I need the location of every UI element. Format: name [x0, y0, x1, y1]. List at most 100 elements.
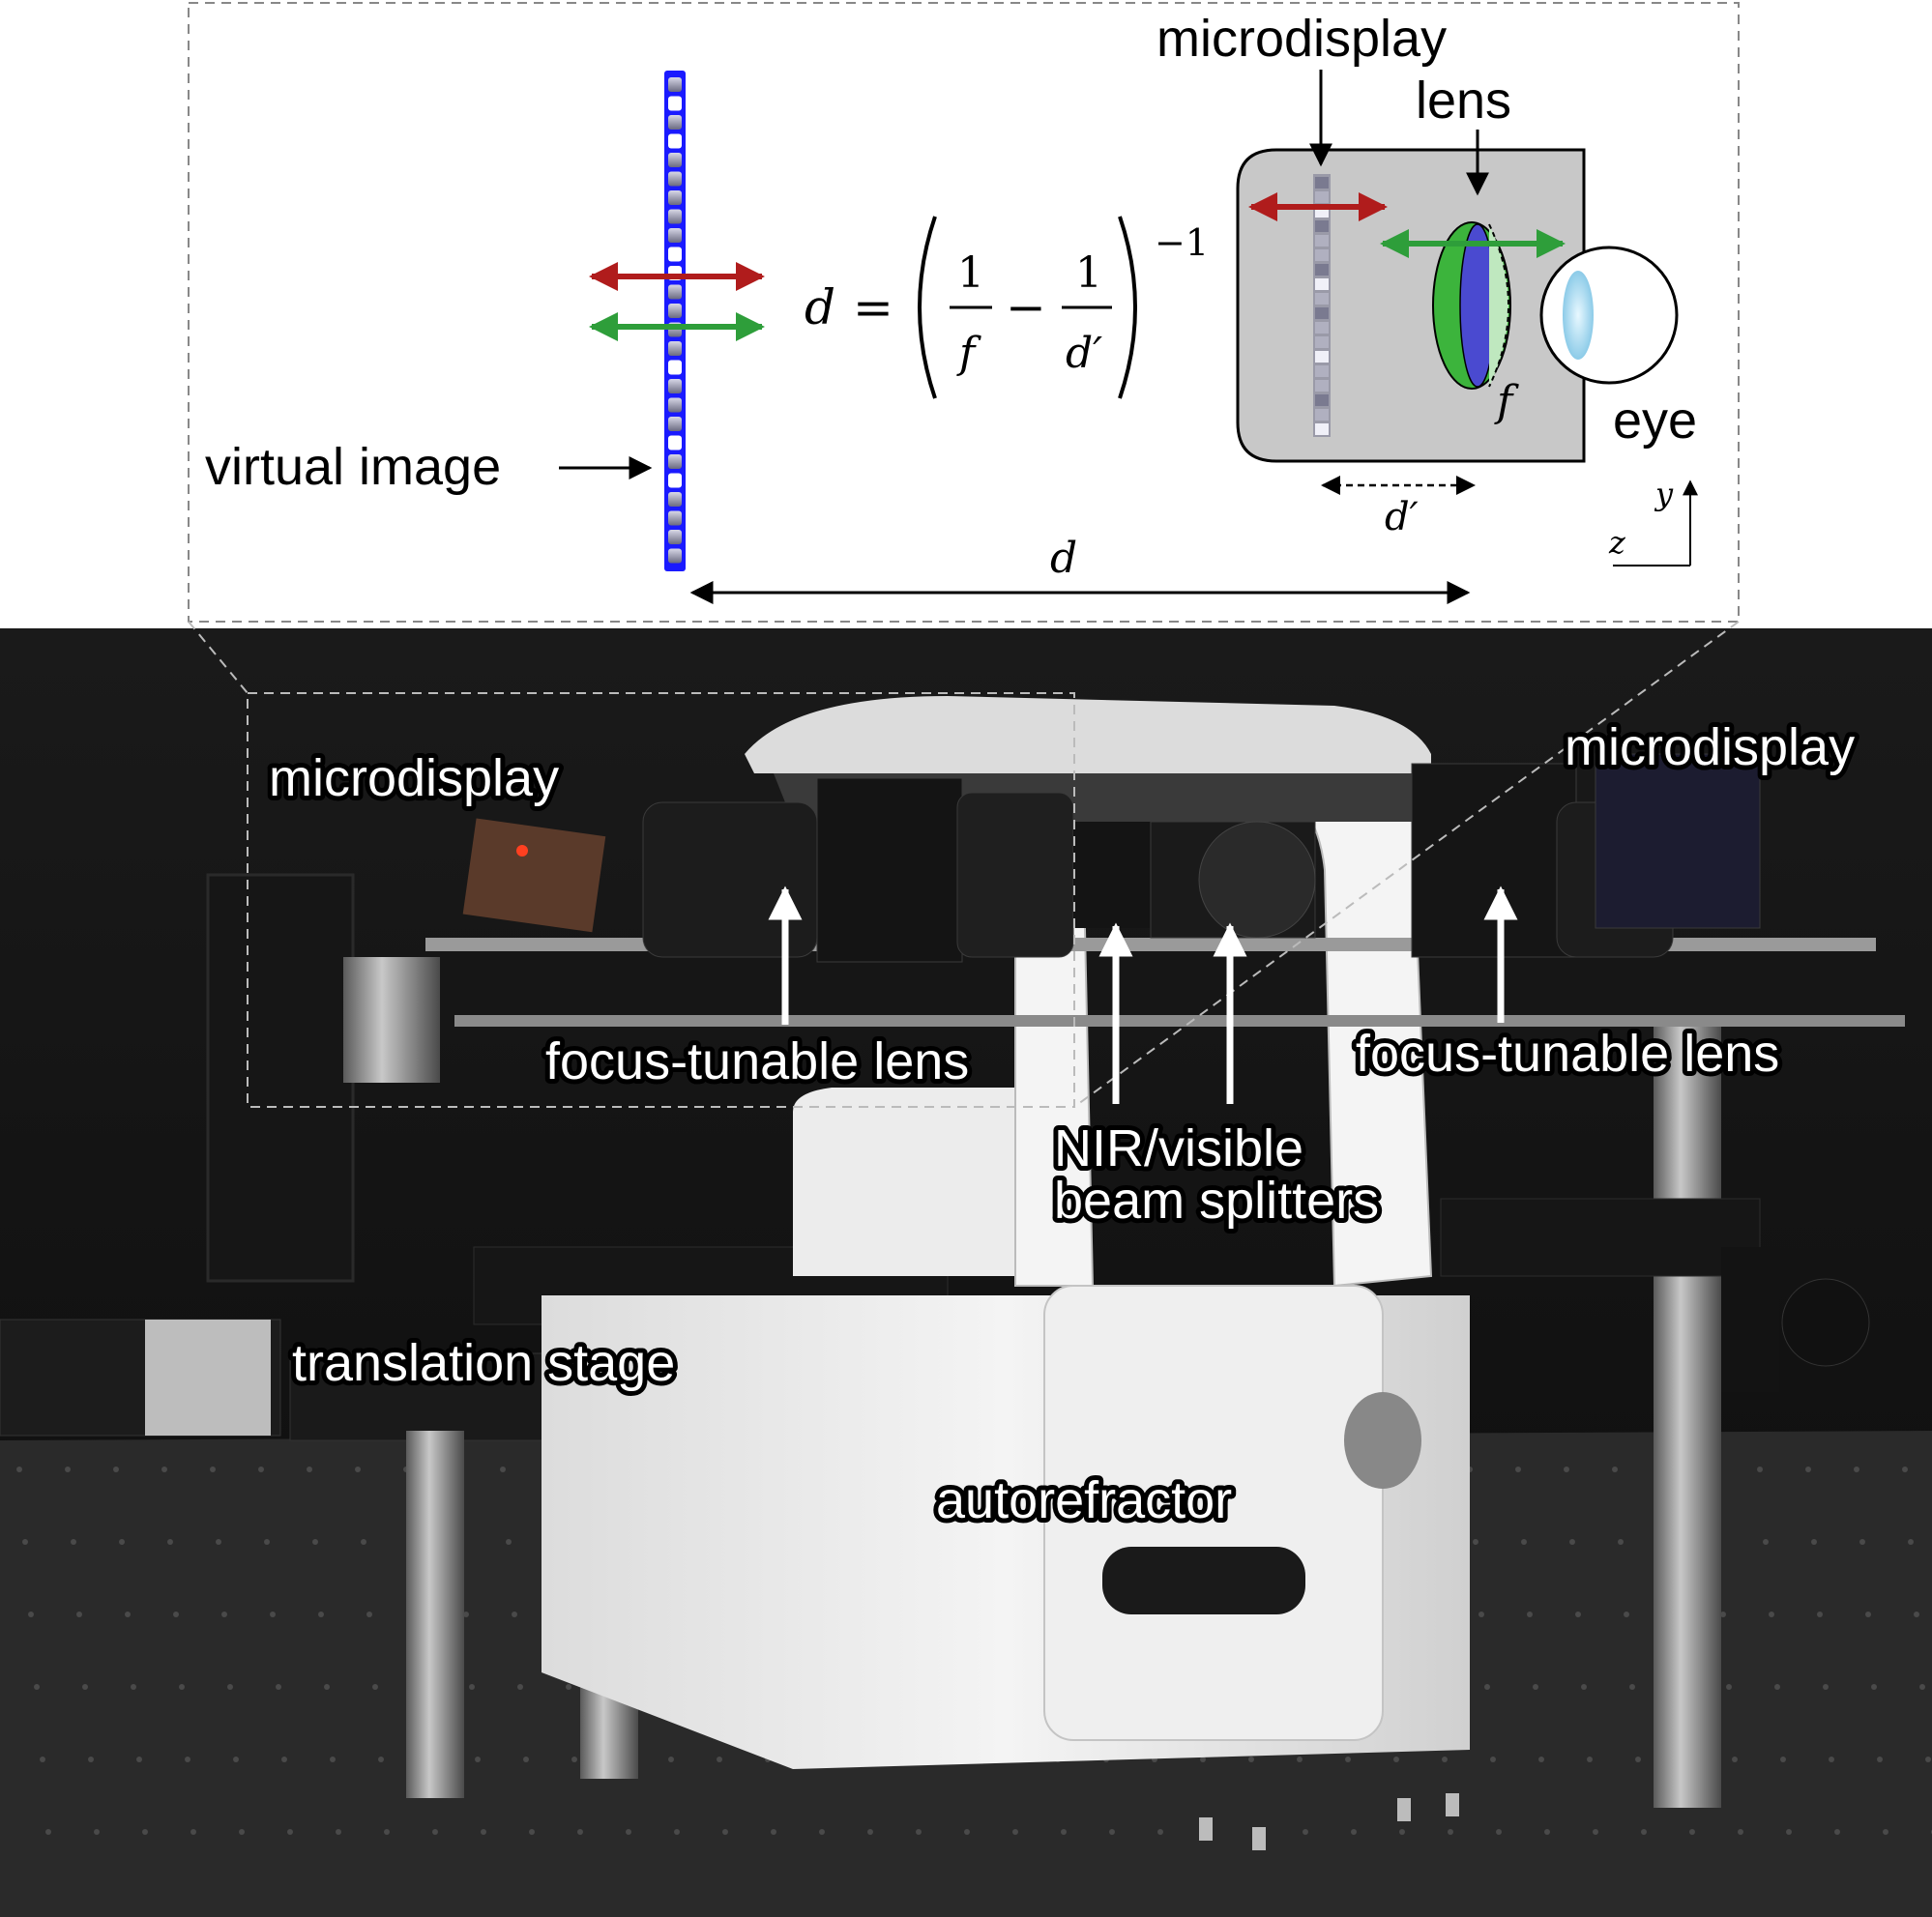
table-hole: [1811, 1539, 1817, 1545]
table-hole: [1200, 1757, 1206, 1762]
table-hole: [1248, 1757, 1254, 1762]
table-hole: [1919, 1684, 1925, 1690]
table-hole: [1902, 1467, 1908, 1472]
table-hole: [1883, 1829, 1888, 1835]
table-hole: [1726, 1684, 1732, 1690]
coordinate-axes: y z: [1608, 476, 1698, 566]
table-hole: [1732, 1757, 1738, 1762]
virtual-image-label: virtual image: [205, 438, 501, 496]
table-hole: [270, 1612, 276, 1617]
table-hole: [239, 1829, 245, 1835]
microdisplay-pixel: [1315, 220, 1329, 232]
table-hole: [384, 1829, 390, 1835]
table-hole: [355, 1467, 361, 1472]
table-hole: [65, 1467, 71, 1472]
svg-text:−1: −1: [1155, 221, 1209, 264]
virtual-image-pixel: [668, 115, 682, 130]
virtual-image-pixel: [668, 417, 682, 431]
table-hole: [1399, 1829, 1405, 1835]
table-hole: [1496, 1829, 1502, 1835]
table-hole: [1533, 1684, 1538, 1690]
table-hole: [500, 1467, 506, 1472]
table-hole: [119, 1539, 125, 1545]
microdisplay-pixel: [1315, 177, 1329, 189]
table-hole: [28, 1612, 34, 1617]
virtual-image-pixel: [668, 435, 682, 450]
table-hole: [312, 1539, 318, 1545]
table-hole: [281, 1757, 287, 1762]
table-hole: [16, 1467, 22, 1472]
table-hole: [1618, 1539, 1624, 1545]
microdisplay-pixel: [1315, 365, 1329, 377]
label-beam-splitters-2: beam splitters: [1054, 1172, 1379, 1230]
table-hole: [1575, 1612, 1581, 1617]
table-hole: [307, 1467, 312, 1472]
table-hole: [136, 1757, 142, 1762]
table-hole: [1805, 1467, 1811, 1472]
label-autorefractor: autorefractor: [936, 1471, 1232, 1529]
table-hole: [167, 1539, 173, 1545]
table-hole: [161, 1467, 167, 1472]
table-hole: [1757, 1467, 1763, 1472]
table-hole: [1544, 1829, 1550, 1835]
table-hole: [221, 1612, 227, 1617]
eye-label: eye: [1613, 392, 1697, 450]
table-hole: [210, 1467, 216, 1472]
microdisplay-pixel: [1315, 394, 1329, 406]
table-hole: [1641, 1829, 1647, 1835]
svg-text:y: y: [1654, 476, 1674, 512]
optics-diagram: virtual image d d = 1 f − 1 d′ −1 microd…: [188, 2, 1740, 623]
table-hole: [125, 1612, 131, 1617]
table-hole: [717, 1757, 722, 1762]
table-hole: [566, 1684, 571, 1690]
table-hole: [372, 1684, 378, 1690]
zoom-frame: [247, 692, 1075, 1108]
table-hole: [276, 1684, 281, 1690]
table-hole: [1763, 1539, 1769, 1545]
table-hole: [1297, 1757, 1303, 1762]
virtual-image-pixel: [668, 96, 682, 111]
table-hole: [1587, 1757, 1593, 1762]
microdisplay-pixel: [1315, 423, 1329, 435]
table-hole: [1780, 1757, 1786, 1762]
svg-text:1: 1: [1075, 248, 1102, 298]
table-hole: [463, 1612, 469, 1617]
microdisplay-pixel: [1315, 293, 1329, 305]
table-hole: [1914, 1612, 1919, 1617]
virtual-image-pixel: [668, 397, 682, 413]
table-hole: [1871, 1684, 1877, 1690]
autorefractor-body: [793, 1088, 1015, 1276]
table-hole: [964, 1829, 970, 1835]
table-hole: [76, 1612, 82, 1617]
table-hole: [330, 1757, 336, 1762]
table-hole: [1823, 1684, 1829, 1690]
apparatus-photo: microdisplay microdisplay focus-tunable …: [0, 621, 1932, 1917]
display-housing: [1236, 148, 1586, 463]
table-hole: [1351, 1829, 1357, 1835]
microdisplay-strip: [1313, 174, 1331, 437]
virtual-image-pixel: [668, 360, 682, 375]
table-hole: [1538, 1757, 1544, 1762]
table-hole: [1157, 1829, 1163, 1835]
table-hole: [1859, 1539, 1865, 1545]
table-hole: [512, 1612, 517, 1617]
microdisplay-pixel: [1315, 380, 1329, 392]
table-hole: [1448, 1829, 1453, 1835]
table-hole: [1109, 1829, 1115, 1835]
tunable-lens: [1432, 221, 1511, 390]
lens-label: lens: [1416, 72, 1511, 130]
table-hole: [481, 1829, 486, 1835]
virtual-image-panel: [664, 71, 686, 571]
table-hole: [1345, 1757, 1351, 1762]
microdisplay-pixel: [1315, 249, 1329, 261]
virtual-image-pixel: [668, 510, 682, 526]
svg-text:z: z: [1608, 524, 1626, 561]
table-hole: [258, 1467, 264, 1472]
table-hole: [1393, 1757, 1399, 1762]
table-hole: [1478, 1612, 1484, 1617]
table-hole: [1854, 1467, 1859, 1472]
svg-text:d′: d′: [1066, 329, 1102, 378]
virtual-image-pixel: [668, 530, 682, 544]
table-hole: [1593, 1829, 1598, 1835]
